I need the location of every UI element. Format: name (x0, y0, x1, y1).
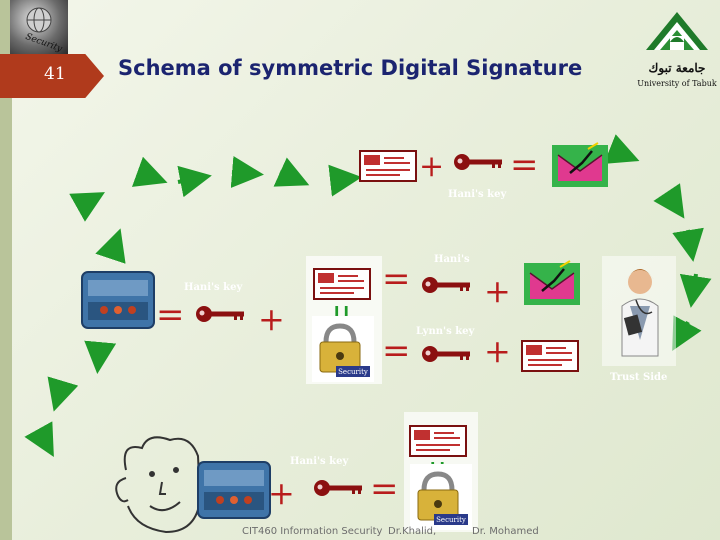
equals-operator-left: = (156, 295, 185, 335)
signed-mail-icon-mid (522, 259, 582, 307)
server-box-icon-bottom (197, 461, 271, 519)
footer-author-a: Dr.Khalid, (388, 526, 437, 537)
key-icon-mid-upper (422, 277, 470, 293)
signed-mail-icon (550, 141, 610, 189)
globe-icon: Security (24, 7, 64, 55)
key-icon-bottom (314, 480, 362, 496)
label-left-key: Hani's key (184, 282, 243, 293)
label-mid-top: Hani's (434, 254, 470, 265)
equals-operator: = (510, 145, 539, 185)
slide-title: Schema of symmetric Digital Signature (118, 56, 583, 80)
sketch-face-icon (115, 436, 202, 534)
key-icon-left (196, 306, 244, 322)
footer-course: CIT460 Information Security (242, 526, 383, 537)
label-mid-key: Lynn's key (416, 326, 475, 337)
plus-operator-left: + (258, 300, 285, 338)
university-emblem-icon: جامعة تبوك University of Tabuk (637, 12, 717, 88)
envelope-icon-middle (313, 268, 371, 300)
security-logo: Security (10, 0, 68, 55)
trust-person-icon (602, 256, 676, 366)
university-logo: جامعة تبوك University of Tabuk (636, 2, 718, 94)
logo-english-text: University of Tabuk (637, 79, 717, 88)
slide-number: 41 (44, 64, 66, 84)
envelope-icon-bottom (409, 425, 467, 457)
plus-operator: + (419, 149, 444, 184)
plus-operator-bottom: + (268, 474, 295, 512)
slide-number-tab (0, 54, 104, 98)
equals-operator-mid-upper: = (382, 259, 411, 299)
logo-arabic-text: جامعة تبوك (649, 61, 706, 76)
key-icon-mid-lower (422, 346, 470, 362)
security-lock-icon-bottom (410, 464, 472, 530)
label-top-key: Hani's key (448, 189, 507, 200)
footer-author-b: Dr. Mohamed (472, 526, 539, 537)
plus-operator-mid-lower: + (484, 332, 511, 370)
flow-arrows (24, 134, 712, 457)
equals-operator-mid-lower: = (382, 331, 411, 371)
label-bottom-key: Hani's key (290, 456, 349, 467)
label-trust-side: Trust Side (610, 372, 667, 383)
security-lock-icon (312, 316, 374, 382)
key-icon (454, 154, 502, 170)
envelope-icon-mid-lower (521, 340, 579, 372)
server-box-icon (81, 271, 155, 329)
left-accent-bar (0, 0, 12, 540)
plus-operator-mid-upper: + (484, 272, 511, 310)
envelope-icon (359, 150, 417, 182)
equals-operator-bottom: = (370, 469, 399, 509)
